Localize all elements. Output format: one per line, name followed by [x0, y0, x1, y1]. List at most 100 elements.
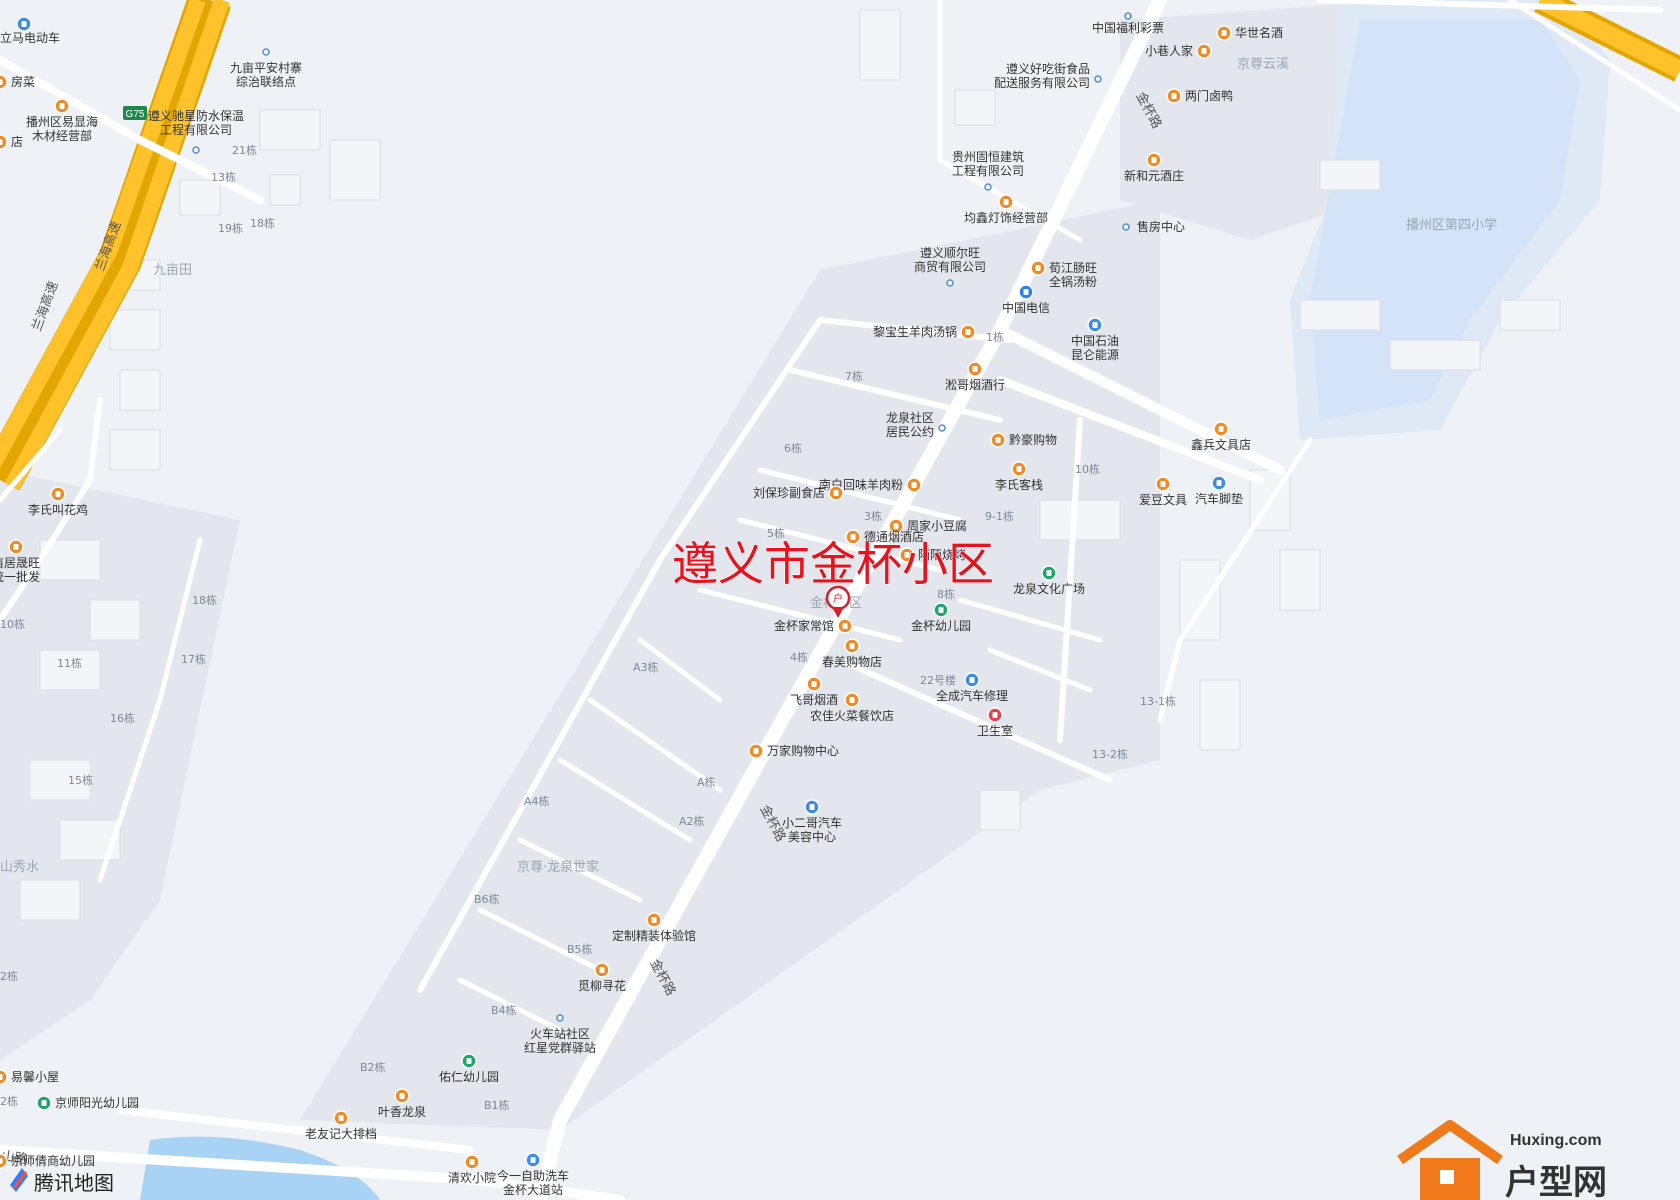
poi-lishi_kezhan[interactable]: 李氏客栈 — [995, 461, 1043, 492]
restaurant-icon — [844, 692, 860, 708]
shop-icon — [1146, 152, 1162, 168]
poi-junxin[interactable]: 均鑫灯饰经营部 — [964, 194, 1048, 225]
poi-qianhao[interactable]: 黔豪购物 — [990, 432, 1057, 448]
poi-longquan_guangchang[interactable]: 龙泉文化广场 — [1013, 565, 1085, 596]
poi-quancheng[interactable]: 全成汽车修理 — [936, 672, 1008, 703]
poi-label: 汽车脚垫 — [1195, 491, 1243, 506]
poi-weisheng[interactable]: 卫生室 — [977, 707, 1013, 738]
poi-jingshiqing[interactable]: 京师倩商幼儿园 — [0, 1153, 95, 1169]
poi-fangcai[interactable]: 房菜 — [0, 74, 35, 90]
area-label-longquan-shijia: 京尊·龙泉世家 — [517, 859, 599, 875]
shop-icon — [1011, 461, 1027, 477]
poi-label: 工程有限公司 — [160, 122, 232, 137]
building-label: 5栋 — [767, 526, 785, 540]
poi-liubaozhen[interactable]: 刘保珍副食店 — [753, 485, 844, 501]
poi-label: 农佳火菜餐饮店 — [810, 708, 894, 723]
poi-shoufang[interactable]: 售房中心 — [1122, 219, 1185, 234]
poi-youren[interactable]: 佑仁幼儿园 — [439, 1053, 499, 1084]
poi-label: 木材经营部 — [32, 128, 92, 143]
poi-aidou[interactable]: 爱豆文具 — [1139, 476, 1187, 507]
building-label: 2栋 — [0, 1094, 18, 1108]
poi-yangguang[interactable]: 京师阳光幼儿园 — [36, 1095, 139, 1111]
poi-label: 李氏叫花鸡 — [28, 502, 88, 517]
poi-chunmei[interactable]: 春美购物店 — [822, 638, 882, 669]
poi-juchengwang[interactable]: 亩居晟旺统一批发 — [0, 539, 40, 584]
poi-jinbei_you[interactable]: 金杯幼儿园 — [911, 602, 971, 633]
building-label: 3栋 — [864, 509, 882, 523]
building-label: 18栋 — [250, 216, 275, 230]
restaurant-icon — [333, 1110, 349, 1126]
poi-dingzhi[interactable]: 定制精装体验馆 — [612, 912, 696, 943]
building-label: B2栋 — [360, 1060, 386, 1074]
shop-icon — [748, 743, 764, 759]
poi-label: 老友记大排档 — [305, 1127, 377, 1141]
restaurant-icon — [50, 486, 66, 502]
school-icon — [1041, 565, 1057, 581]
poi-zhoujia[interactable]: 周家小豆腐 — [888, 518, 967, 534]
poi-jinbei_jiachang[interactable]: 金杯家常馆 — [774, 618, 853, 634]
poi-miliu[interactable]: 觅柳寻花 — [578, 962, 626, 993]
poi-shaokao[interactable]: 陌陌烧烤 — [899, 547, 966, 563]
building-label: B1栋 — [484, 1098, 510, 1112]
poi-label: 综治联络点 — [236, 74, 296, 89]
poi-wanjia[interactable]: 万家购物中心 — [748, 743, 839, 759]
poi-nongjia[interactable]: 农佳火菜餐饮店 — [810, 692, 894, 723]
car-icon — [16, 16, 32, 32]
poi-yanjiu_dian[interactable]: 德通烟酒店 — [845, 529, 924, 545]
location-marker[interactable]: 户 — [825, 585, 851, 618]
poi-dianxin[interactable]: 中国电信 — [1002, 284, 1050, 315]
poi-yiyi[interactable]: 易馨小屋 — [0, 1069, 59, 1085]
poi-label: 万家购物中心 — [767, 743, 839, 758]
building-label: 13-1栋 — [1140, 694, 1176, 708]
poi-label: 小二哥汽车 — [782, 815, 842, 830]
poi-laoyouji[interactable]: 老友记大排档 — [305, 1110, 377, 1141]
building-label: 4栋 — [790, 650, 808, 664]
poi-xiaoxiang[interactable]: 小巷人家 — [1145, 43, 1212, 59]
poi-songge[interactable]: 淞哥烟酒行 — [945, 361, 1005, 392]
poi-label: 春美购物店 — [822, 654, 882, 669]
school-icon — [36, 1095, 52, 1111]
poi-huashi[interactable]: 华世名酒 — [1216, 25, 1283, 41]
restaurant-icon — [0, 74, 8, 90]
poi-lima[interactable]: 立马电动车 — [0, 16, 60, 45]
area-label-school4: 播州区第四小学 — [1406, 217, 1497, 233]
poi-jiaohuaji[interactable]: 李氏叫花鸡 — [28, 486, 88, 517]
poi-xinbing[interactable]: 鑫兵文具店 — [1191, 421, 1251, 452]
poi-fuli[interactable]: 中国福利彩票 — [1092, 12, 1164, 35]
poi-xinheyuan[interactable]: 新和元酒庄 — [1124, 152, 1184, 183]
restaurant-icon — [899, 547, 915, 563]
poi-qinghuan[interactable]: 清欢小院 — [448, 1154, 496, 1185]
highway-g75-lane-a — [0, 0, 206, 469]
shop-icon — [8, 539, 24, 555]
restaurant-icon — [1196, 43, 1212, 59]
poi-dian[interactable]: 店 — [0, 134, 23, 150]
poi-feige[interactable]: 飞哥烟酒 — [790, 676, 838, 707]
place-dot-icon — [1124, 12, 1132, 20]
poi-label: 中国电信 — [1002, 300, 1050, 315]
poi-libaosheng[interactable]: 黎宝生羊肉汤锅 — [873, 324, 976, 340]
poi-label: 黎宝生羊肉汤锅 — [873, 324, 957, 339]
poi-label: 统一批发 — [0, 569, 40, 584]
building-label: 10栋 — [1075, 462, 1100, 476]
area-label-jingzun-yunxi: 京尊云溪 — [1237, 56, 1289, 72]
car-icon — [964, 672, 980, 688]
poi-liangmen[interactable]: 两门卤鸭 — [1166, 88, 1233, 104]
house-icon — [1397, 1120, 1503, 1165]
poi-qichejiaodian[interactable]: 汽车脚垫 — [1195, 475, 1243, 506]
poi-yexiang[interactable]: 叶香龙泉 — [378, 1088, 426, 1119]
poi-label: 小巷人家 — [1145, 43, 1193, 58]
